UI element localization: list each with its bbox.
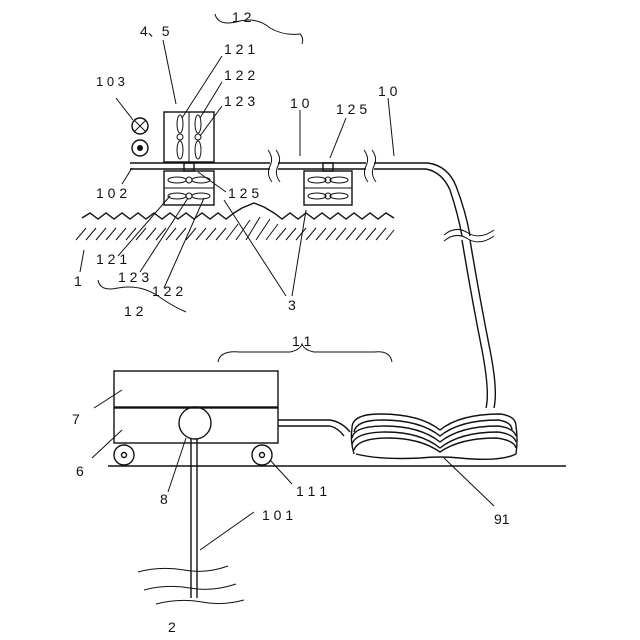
- downcomer-tube: [444, 229, 495, 408]
- upper-fan-box: [164, 112, 214, 162]
- label-122-bottom: 1 2 2: [152, 283, 183, 299]
- leader-lines: [80, 40, 494, 550]
- cart-wheel-right: [252, 445, 272, 465]
- label-101: 1 0 1: [262, 507, 293, 523]
- label-6: 6: [76, 463, 84, 479]
- dot-circle-icon: [132, 140, 148, 156]
- label-ground-1: 1: [74, 273, 82, 289]
- label-111: 1 1 1: [296, 483, 327, 499]
- label-2: 2: [168, 619, 176, 635]
- label-pipe-10-right: 1 0: [378, 83, 398, 99]
- cart-wheel-left: [114, 445, 134, 465]
- label-123-top: 1 2 3: [224, 93, 255, 109]
- label-122-top: 1 2 2: [224, 67, 255, 83]
- label-7: 7: [72, 411, 80, 427]
- label-91: 91: [494, 511, 510, 527]
- drill-pipe: [191, 439, 197, 598]
- label-121-top: 1 2 1: [224, 41, 255, 57]
- brace-12-top: [215, 14, 303, 44]
- label-3: 3: [288, 297, 296, 313]
- coiled-hose: [351, 414, 517, 459]
- label-102: 1 0 2: [96, 185, 127, 201]
- label-125-mid: 1 2 5: [228, 185, 259, 201]
- label-group-12-bottom: 1 2: [124, 303, 144, 319]
- label-group-12-top: 1 2: [232, 9, 252, 25]
- label-125-top: 1 2 5: [336, 101, 367, 117]
- label-fan-unit-top: 4、5: [140, 23, 170, 39]
- label-123-bottom: 1 2 3: [118, 269, 149, 285]
- label-8: 8: [160, 491, 168, 507]
- ground-surface: [76, 203, 394, 240]
- label-group-11: 1 1: [292, 333, 312, 349]
- label-103: 1 0 3: [96, 74, 125, 89]
- cross-circle-icon: [132, 118, 148, 134]
- label-121-bottom: 1 2 1: [96, 251, 127, 267]
- cart-body: [114, 371, 350, 465]
- label-pipe-10-left: 1 0: [290, 95, 310, 111]
